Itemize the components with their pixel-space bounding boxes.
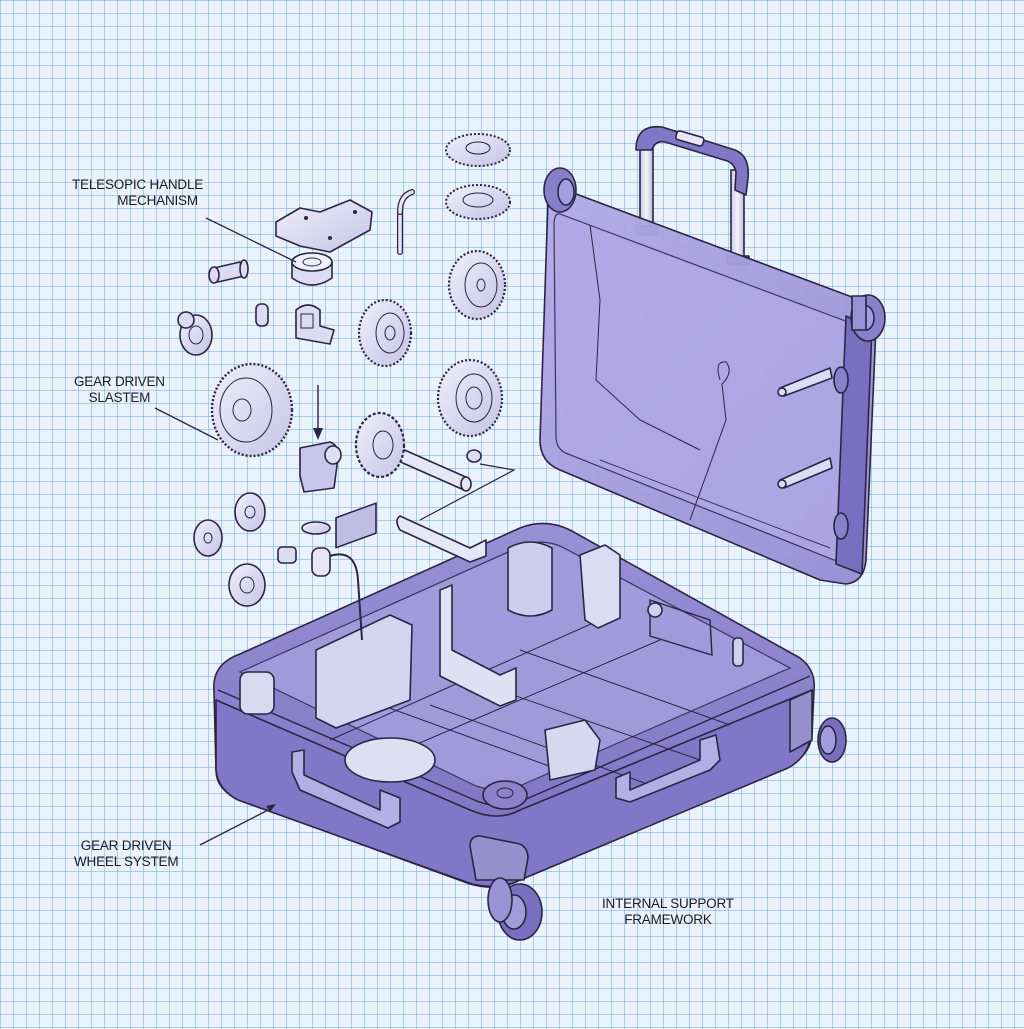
lid-struts <box>777 366 849 540</box>
washer <box>193 519 223 557</box>
gear <box>436 358 504 438</box>
label-telescopic-handle-mechanism: TELESOPIC HANDLE MECHANISM <box>72 177 203 209</box>
label-gear-driven-wheel-system: GEAR DRIVEN WHEEL SYSTEM <box>74 838 179 870</box>
gear <box>445 184 511 220</box>
label-internal-support-framework: INTERNAL SUPPORT FRAMEWORK <box>602 896 734 928</box>
nut <box>277 546 297 564</box>
bolt <box>208 259 249 284</box>
label-line: INTERNAL SUPPORT <box>602 896 734 911</box>
label-line: WHEEL SYSTEM <box>74 854 179 869</box>
washer <box>228 563 266 607</box>
label-gear-driven-system: GEAR DRIVEN SLASTEM <box>74 374 165 406</box>
spinner-wheel-right <box>789 689 847 763</box>
label-line: TELESOPIC HANDLE <box>72 177 204 192</box>
side-carry-handle-right <box>615 734 721 803</box>
latch-clip <box>299 441 342 493</box>
spinner-wheel-front <box>469 835 543 941</box>
label-line: FRAMEWORK <box>624 912 712 927</box>
gear <box>445 133 511 167</box>
gear <box>447 249 507 321</box>
gear <box>210 362 294 458</box>
internal-components <box>239 502 744 810</box>
hinge-bracket <box>295 304 335 345</box>
spacer <box>255 303 269 327</box>
base-shell <box>213 502 847 941</box>
label-line: MECHANISM <box>117 193 198 208</box>
mounting-plate <box>275 199 373 253</box>
washer <box>234 492 266 532</box>
angle-pipe <box>397 189 415 255</box>
exploded-parts <box>177 133 516 641</box>
lid-wheel-right <box>850 294 886 342</box>
telescopic-collar <box>291 252 333 286</box>
wire-connector <box>311 547 363 641</box>
gear <box>357 298 413 368</box>
label-line: SLASTEM <box>88 390 151 405</box>
flat-washer <box>301 521 331 535</box>
lid-wheel-top-left <box>543 167 577 213</box>
lid-shell <box>539 125 886 585</box>
slide-rail <box>396 515 487 563</box>
axle-shaft <box>354 411 472 492</box>
side-carry-handle-left <box>291 749 401 829</box>
assembly-arrow <box>313 385 323 440</box>
pulley <box>177 311 213 356</box>
small-nut <box>466 449 482 463</box>
label-line: GEAR DRIVEN <box>74 374 165 389</box>
label-line: GEAR DRIVEN <box>80 838 172 853</box>
label-leader-lines <box>154 217 297 846</box>
